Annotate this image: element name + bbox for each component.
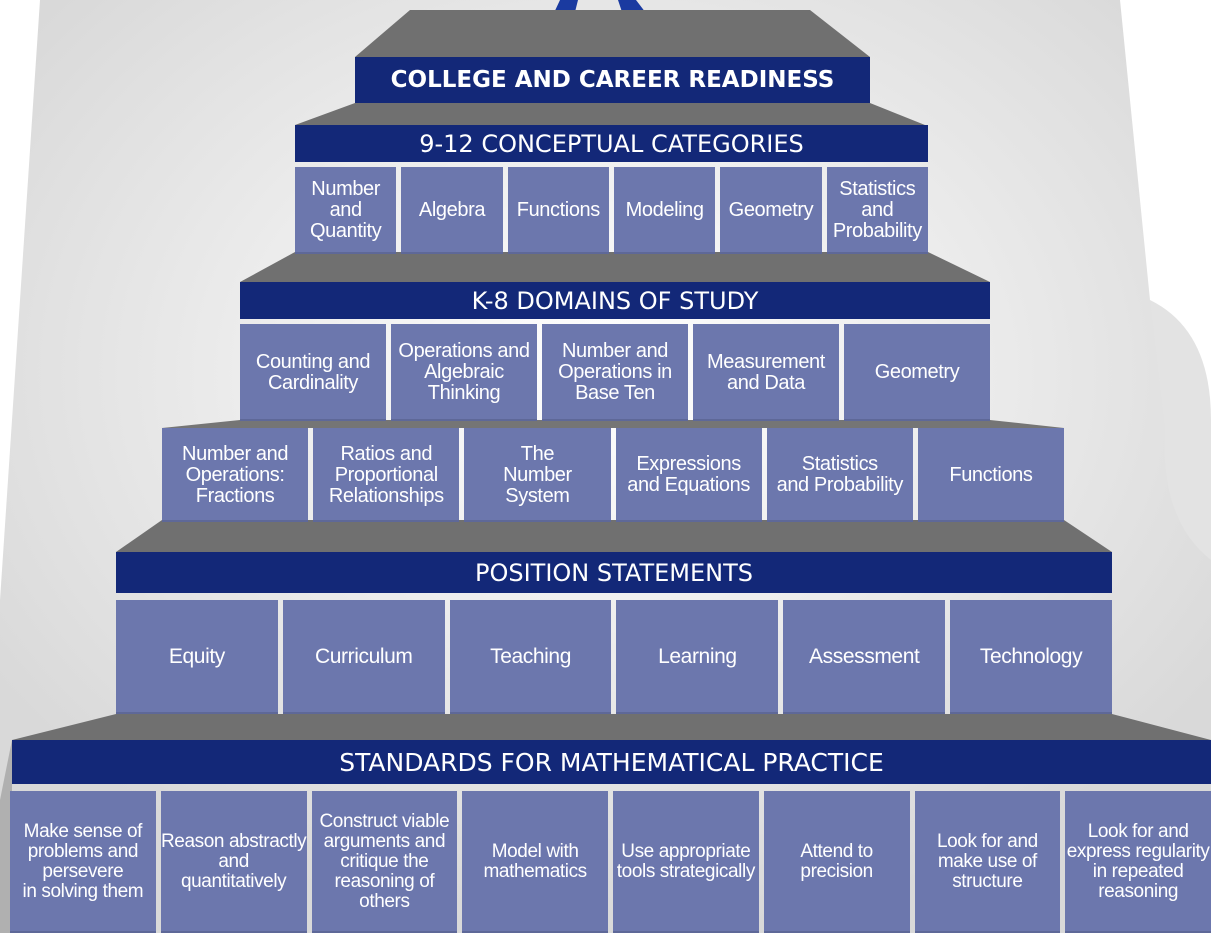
k8-domains-row-1: Counting and Cardinality Operations and … (240, 324, 990, 421)
position-block: Equity (116, 600, 278, 714)
step-side-shadow (0, 740, 12, 933)
step-top-5 (116, 520, 1112, 552)
step-top-3 (240, 252, 990, 282)
domain-block: Expressions and Equations (615, 428, 762, 522)
position-statements-title: POSITION STATEMENTS (474, 558, 753, 587)
practice-block: Model with mathematics (462, 791, 608, 933)
practice-block: Look for and express regularity in repea… (1065, 791, 1211, 933)
k8-domains-title: K-8 DOMAINS OF STUDY (471, 286, 759, 315)
category-block: Modeling (613, 167, 716, 254)
category-block: Number and Quantity (295, 167, 397, 254)
category-block: Algebra (401, 167, 503, 254)
conceptual-categories-title: 9-12 CONCEPTUAL CATEGORIES (419, 129, 804, 158)
position-block: Technology (950, 600, 1112, 714)
practice-block: Use appropriate tools strategically (613, 791, 759, 933)
domain-block: Functions (917, 428, 1065, 522)
conceptual-categories-banner: 9-12 CONCEPTUAL CATEGORIES (295, 125, 928, 162)
domain-block: Number and Operations in Base Ten (542, 324, 688, 421)
mathematical-practice-title: STANDARDS FOR MATHEMATICAL PRACTICE (339, 747, 884, 777)
practice-block: Look for and make use of structure (914, 791, 1061, 933)
domain-block: Ratios and Proportional Relationships (313, 428, 460, 522)
k8-domains-banner: K-8 DOMAINS OF STUDY (240, 282, 990, 319)
position-block: Curriculum (282, 600, 445, 714)
right-shadow (1150, 300, 1211, 560)
practice-block: Reason abstractly and quantitatively (160, 791, 307, 933)
step-top-2 (295, 103, 925, 125)
position-statements-row: Equity Curriculum Teaching Learning Asse… (116, 600, 1112, 714)
domain-block: The Number System (464, 428, 611, 522)
position-block: Learning (616, 600, 779, 714)
position-statements-banner: POSITION STATEMENTS (116, 552, 1112, 593)
domain-block: Measurement and Data (693, 324, 839, 421)
category-block: Functions (507, 167, 609, 254)
k8-domains-row-2: Number and Operations: Fractions Ratios … (162, 428, 1065, 522)
mathematical-practice-row: Make sense of problems and persevere in … (10, 791, 1211, 933)
practice-block: Construct viable arguments and critique … (311, 791, 458, 933)
mathematical-practice-banner: STANDARDS FOR MATHEMATICAL PRACTICE (12, 740, 1211, 784)
step-top-4 (162, 420, 1064, 428)
practice-block: Attend to precision (763, 791, 910, 933)
position-block: Assessment (783, 600, 946, 714)
domain-block: Counting and Cardinality (240, 324, 386, 421)
position-block: Teaching (449, 600, 612, 714)
domain-block: Operations and Algebraic Thinking (391, 324, 537, 421)
domain-block: Number and Operations: Fractions (162, 428, 309, 522)
category-block: Statistics and Probability (826, 167, 928, 254)
college-career-readiness-title: COLLEGE AND CAREER READINESS (390, 67, 835, 93)
practice-block: Make sense of problems and persevere in … (10, 791, 156, 933)
conceptual-categories-row: Number and Quantity Algebra Functions Mo… (295, 167, 928, 254)
domain-block: Geometry (844, 324, 990, 421)
domain-block: Statistics and Probability (766, 428, 913, 522)
college-career-readiness-banner: COLLEGE AND CAREER READINESS (355, 57, 870, 103)
category-block: Geometry (720, 167, 822, 254)
step-top-1 (355, 10, 870, 57)
step-top-6 (12, 714, 1211, 740)
